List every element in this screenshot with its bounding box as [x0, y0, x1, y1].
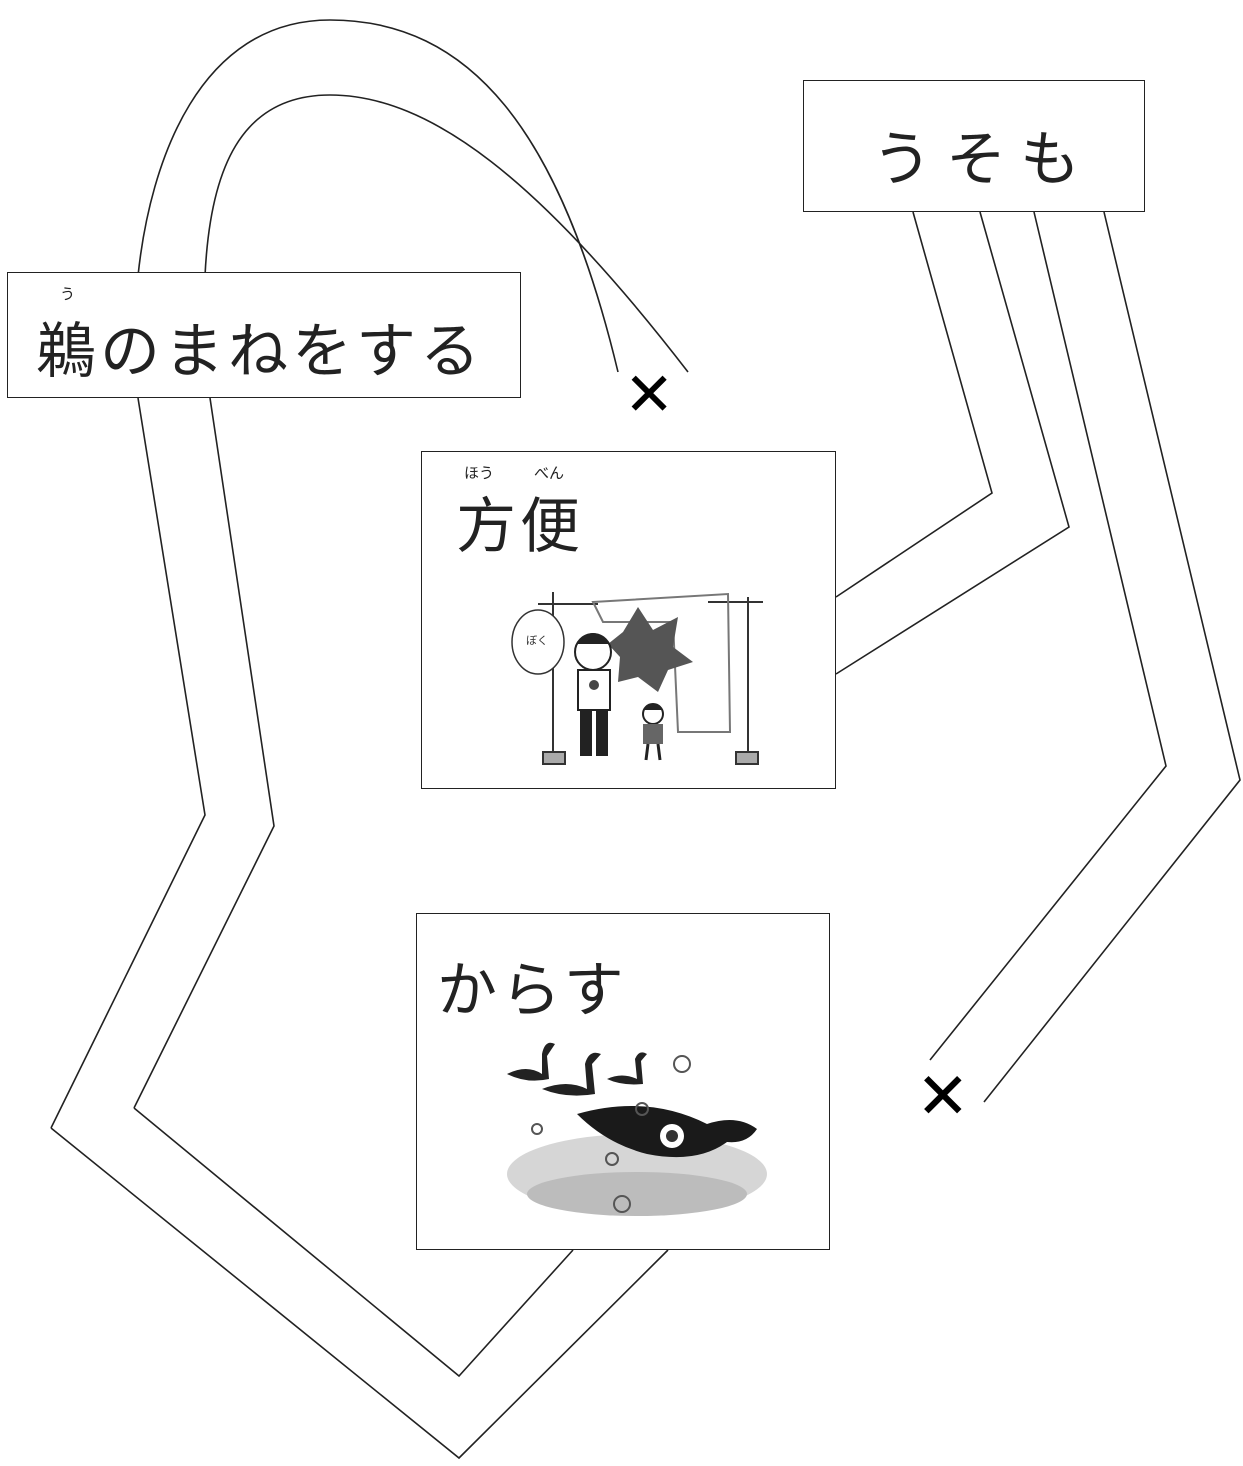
label-karasu: からす	[437, 956, 628, 1026]
path-bottom-inner	[133, 1107, 574, 1378]
cross-mark-top: ✕	[624, 360, 675, 430]
box-karasu: からす	[416, 913, 830, 1250]
path-usomo-houben-a	[835, 211, 993, 598]
box-usomo: うそも	[803, 80, 1145, 212]
path-usomo-houben-b	[835, 211, 1070, 675]
houben-illustration: ぼく	[511, 592, 763, 765]
sign-text: ぼく	[526, 634, 548, 647]
box-houben: ほう べん 方便 ぼく	[421, 451, 836, 789]
label-houben: 方便	[456, 492, 584, 562]
label-usomo: うそも	[872, 125, 1094, 195]
path-left-inner	[133, 94, 689, 1109]
ruby-ben: べん	[534, 464, 565, 482]
path-usomo-deadend-b	[983, 211, 1241, 1103]
label-crow-mimic: 鵜のまねをする	[36, 317, 484, 387]
ruby-u: う	[60, 285, 76, 303]
box-crow-mimic: う 鵜のまねをする	[7, 272, 521, 398]
ruby-hou: ほう	[464, 464, 495, 482]
karasu-illustration	[507, 1042, 767, 1216]
path-usomo-deadend-a	[929, 211, 1167, 1061]
path-left-outer	[50, 19, 619, 1129]
cross-mark-right: ✕	[916, 1060, 970, 1134]
path-bottom-outer	[50, 1127, 669, 1460]
